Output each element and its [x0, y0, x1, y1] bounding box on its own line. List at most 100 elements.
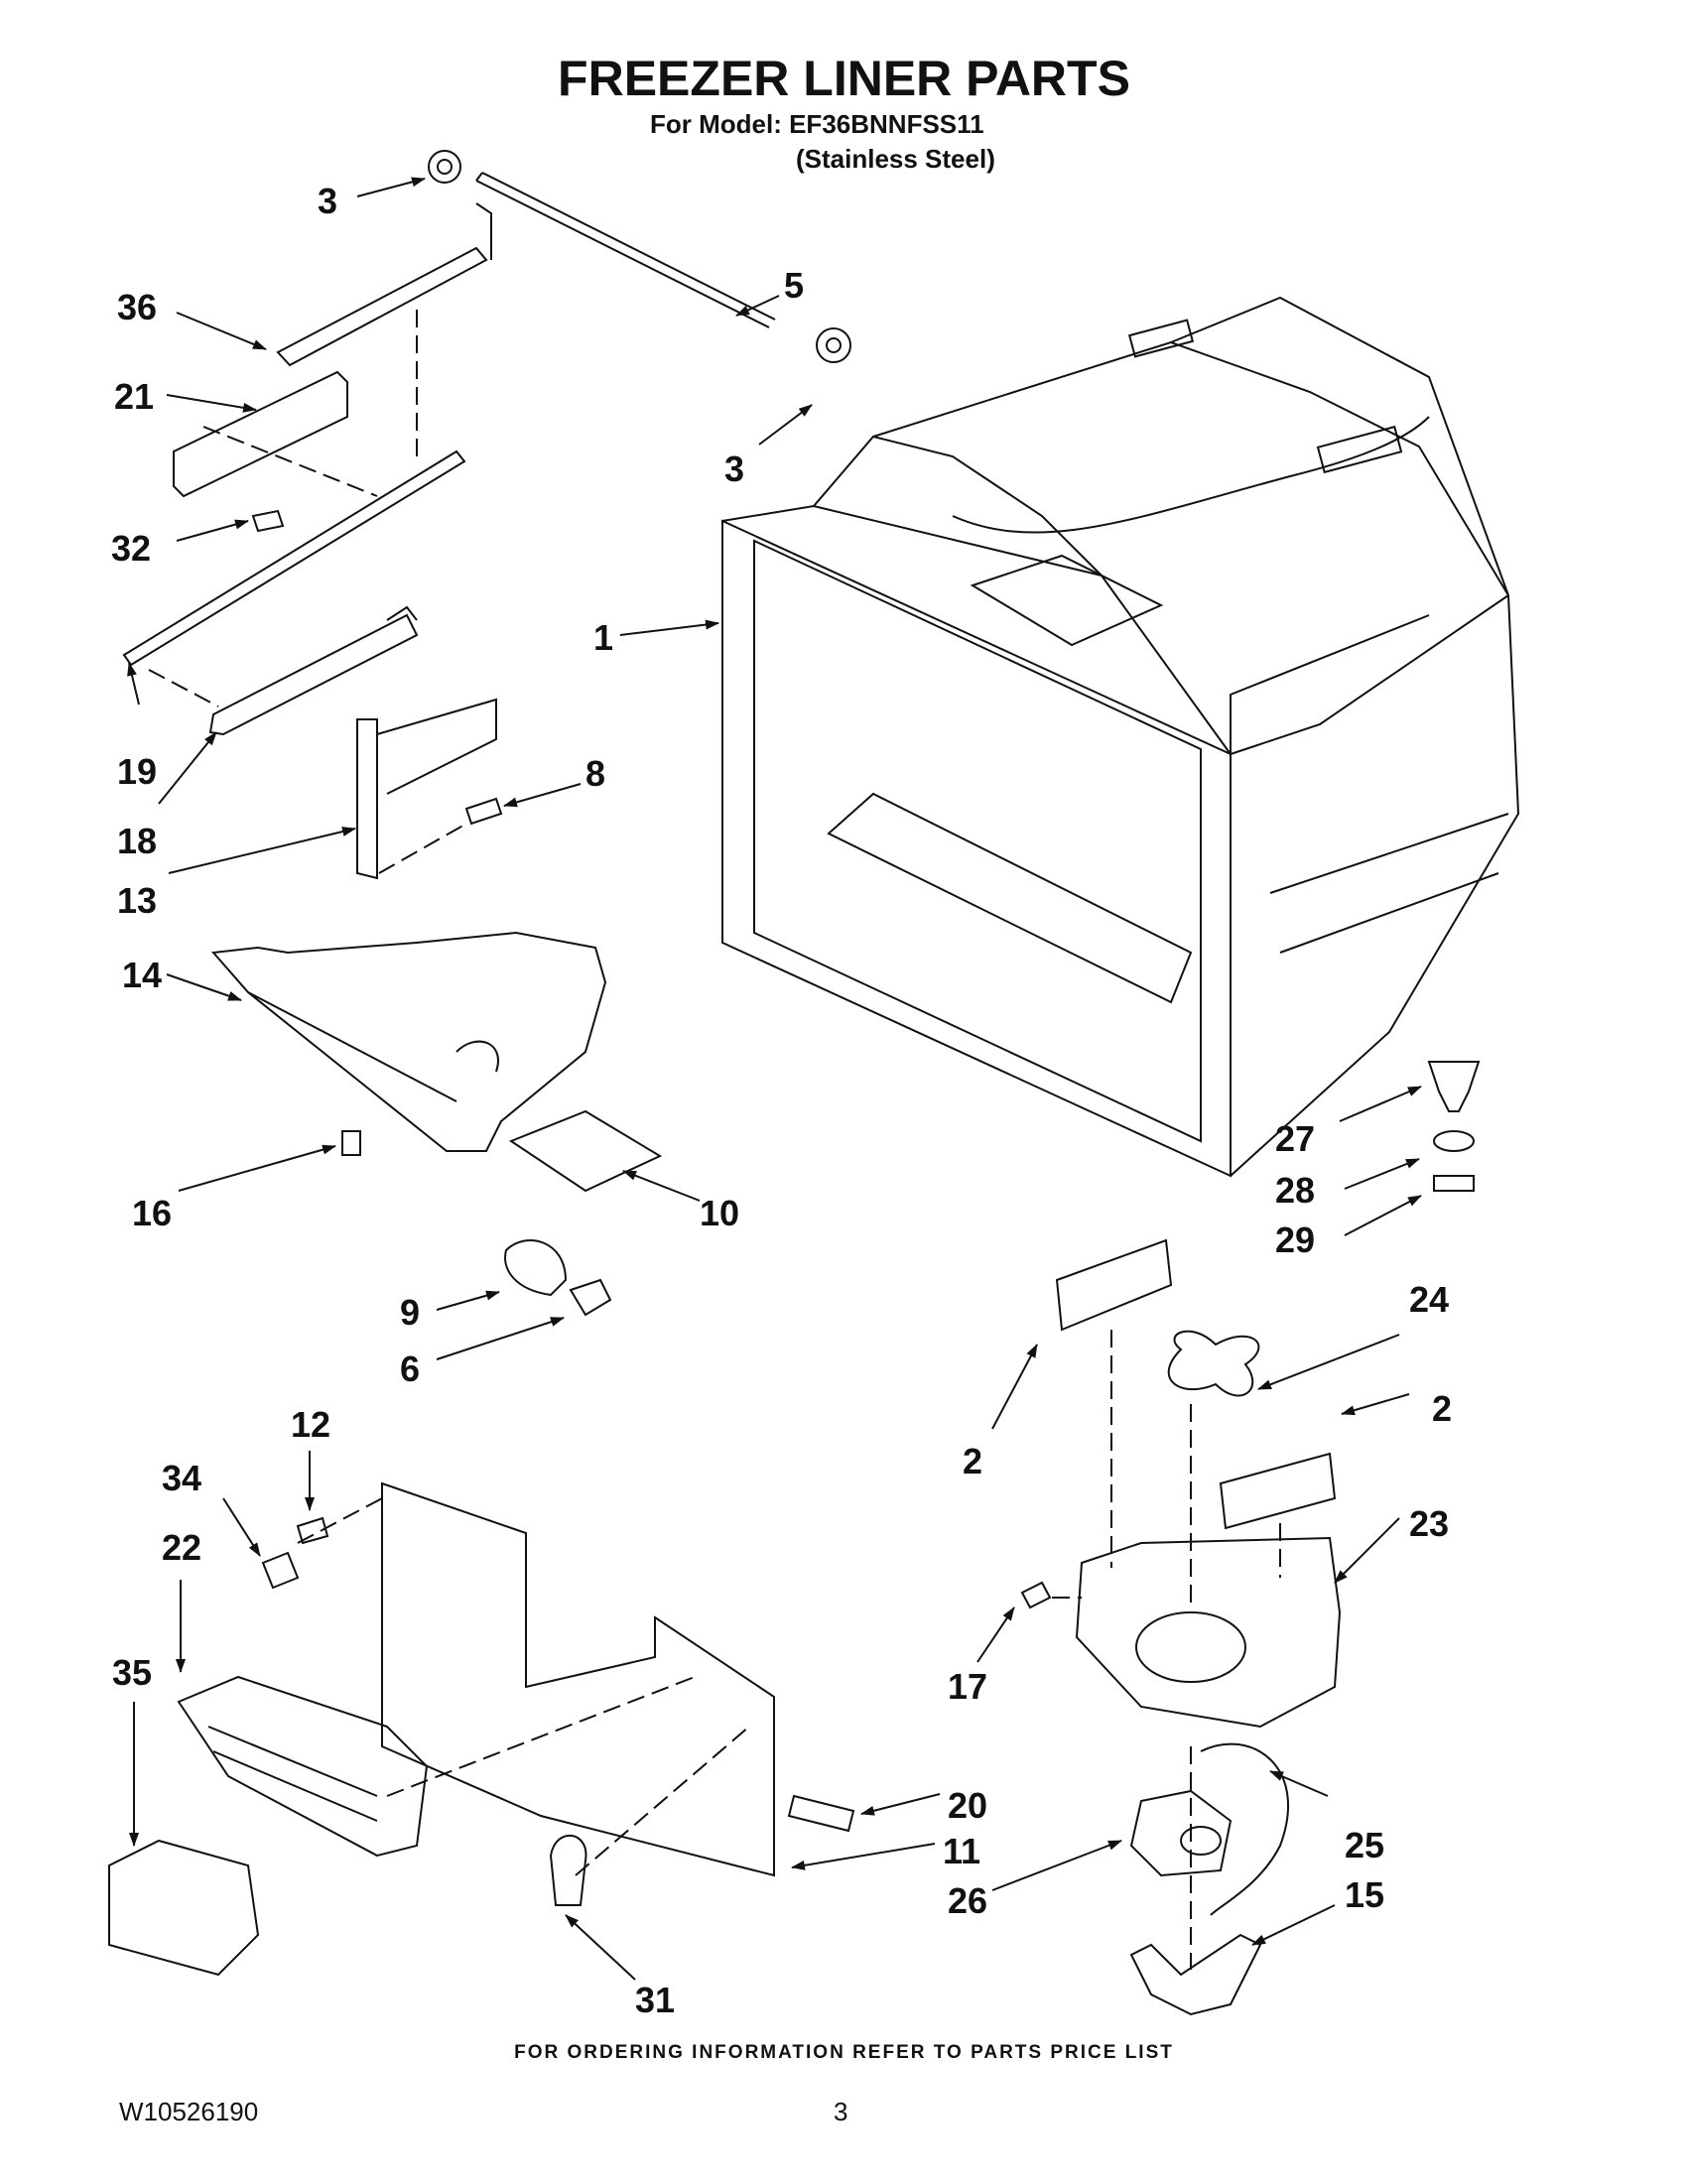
assembly-line: [378, 823, 467, 874]
assembly-line: [297, 1497, 383, 1544]
leader-arrow: [127, 662, 140, 706]
callout-24: 24: [1409, 1279, 1449, 1320]
sensor-part-34: [261, 1551, 300, 1590]
grille-part-22: [177, 1675, 429, 1858]
screw-part-17: [1020, 1581, 1052, 1609]
screw-part-32: [251, 509, 285, 533]
socket-part-6: [569, 1278, 612, 1317]
ordering-note: FOR ORDERING INFORMATION REFER TO PARTS …: [514, 2042, 1174, 2063]
leader-arrow: [1339, 1086, 1422, 1122]
leader-arrow: [166, 973, 242, 1001]
leader-arrow: [176, 519, 249, 542]
fan-housing-part-23: [1075, 1536, 1342, 1729]
assembly-line: [148, 669, 219, 707]
plate-part-13: [356, 698, 497, 880]
screw-part-8: [464, 797, 503, 826]
clip-part-16: [341, 1130, 361, 1156]
callout-22: 22: [162, 1527, 201, 1568]
assembly-line: [386, 1676, 696, 1797]
callout-36: 36: [117, 287, 157, 327]
leader-arrow: [860, 1793, 941, 1816]
leader-arrow: [176, 312, 267, 350]
callout-17: 17: [948, 1666, 987, 1707]
leader-arrow: [1269, 1770, 1329, 1797]
leader-arrow: [976, 1606, 1015, 1663]
clip-part-31: [549, 1835, 587, 1906]
callout-35: 35: [112, 1652, 152, 1693]
pad-part-2-bottom: [1219, 1452, 1337, 1530]
callout-15: 15: [1345, 1874, 1384, 1915]
leader-arrow: [991, 1840, 1122, 1891]
callout-27: 27: [1275, 1118, 1315, 1159]
ring-part-28: [1433, 1130, 1475, 1152]
leader-arrow: [991, 1344, 1038, 1430]
cap-part-29: [1433, 1175, 1475, 1192]
callout-9: 9: [400, 1292, 420, 1333]
callout-31: 31: [635, 1980, 675, 2020]
leader-arrow: [791, 1843, 936, 1870]
callout-2: 2: [963, 1441, 982, 1481]
rail-part-36: [276, 202, 492, 367]
document-number: W10526190: [119, 2097, 259, 2126]
callout-16: 16: [132, 1193, 172, 1233]
bracket-part-18: [208, 605, 419, 736]
leader-arrow: [1257, 1334, 1400, 1390]
model-number: For Model: EF36BNNFSS11: [650, 109, 984, 139]
callout-14: 14: [122, 955, 162, 995]
callout-6: 6: [400, 1349, 420, 1389]
leader-arrow: [503, 783, 582, 808]
harness-part-25: [1200, 1742, 1289, 1916]
valve-part-27: [1427, 1061, 1481, 1112]
fan-blade-part-24: [1167, 1330, 1260, 1397]
callout-29: 29: [1275, 1220, 1315, 1260]
page-number: 3: [834, 2097, 848, 2126]
leader-arrow: [619, 619, 719, 636]
foam-strip-part-20: [787, 1794, 855, 1833]
callout-3: 3: [724, 449, 744, 489]
leader-arrow: [222, 1497, 261, 1557]
bracket-part-15: [1129, 1933, 1262, 2016]
shaft-part-5: [475, 172, 776, 328]
callout-21: 21: [114, 376, 154, 417]
gear-part-3-bottom: [816, 327, 851, 363]
leader-arrow: [1341, 1393, 1410, 1416]
callout-3: 3: [318, 181, 337, 221]
callout-32: 32: [111, 528, 151, 569]
callout-19: 19: [117, 751, 157, 792]
freezer-liner-part-1: [721, 296, 1520, 1178]
gear-part-3-top: [428, 150, 461, 184]
callout-23: 23: [1409, 1503, 1449, 1544]
leader-arrow: [166, 394, 257, 413]
callout-25: 25: [1345, 1825, 1384, 1865]
callout-20: 20: [948, 1785, 987, 1826]
leader-arrow: [356, 177, 426, 197]
callout-18: 18: [117, 821, 157, 861]
callout-13: 13: [117, 880, 157, 921]
bracket-part-21: [173, 370, 348, 498]
callout-11: 11: [943, 1831, 980, 1871]
leader-arrow: [622, 1170, 701, 1202]
motor-part-26: [1129, 1789, 1233, 1877]
callout-26: 26: [948, 1880, 987, 1921]
callout-34: 34: [162, 1458, 201, 1498]
leader-arrow: [1334, 1517, 1400, 1584]
callout-5: 5: [784, 265, 804, 306]
leader-arrow: [158, 731, 217, 805]
screw-part-12: [296, 1516, 329, 1545]
page-title: FREEZER LINER PARTS: [558, 51, 1130, 106]
callout-10: 10: [700, 1193, 739, 1233]
slide-part-19: [122, 450, 466, 667]
duct-part-14: [210, 931, 607, 1152]
leader-arrow: [168, 827, 356, 874]
leader-arrow: [1344, 1195, 1422, 1236]
leader-arrow: [436, 1290, 500, 1311]
leader-arrow: [436, 1317, 565, 1360]
leader-arrow: [1251, 1904, 1336, 1946]
panel-part-11: [381, 1481, 775, 1877]
callout-12: 12: [291, 1404, 330, 1445]
label-part-10: [508, 1109, 663, 1193]
pad-part-2-top: [1055, 1238, 1173, 1332]
leader-arrow: [178, 1144, 336, 1192]
leader-arrow: [1344, 1158, 1420, 1190]
